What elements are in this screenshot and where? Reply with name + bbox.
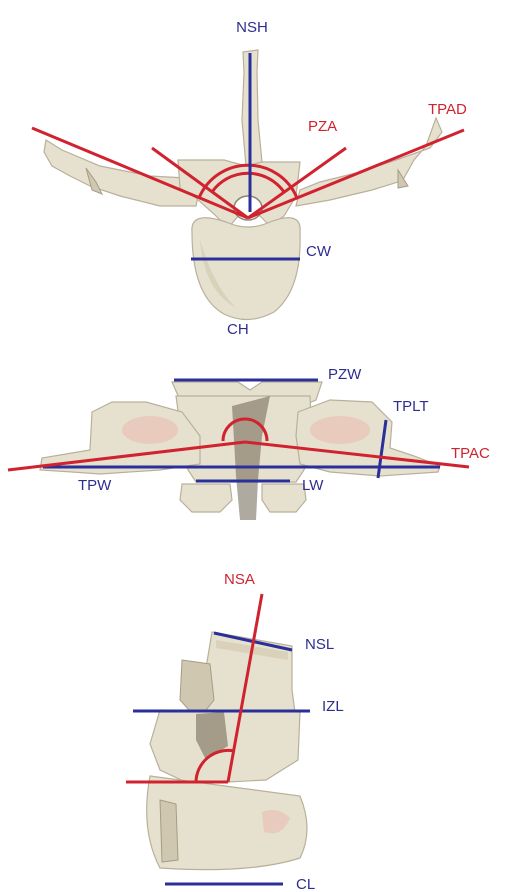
tpac-label: TPAC xyxy=(451,445,490,462)
dorsal-bone-photo xyxy=(40,382,440,520)
lw-label: LW xyxy=(302,477,324,494)
ch-label: CH xyxy=(227,321,249,338)
cranial-view: NSH PZA TPAD CW CH xyxy=(32,19,467,338)
tpw-label: TPW xyxy=(78,477,112,494)
pzw-label: PZW xyxy=(328,366,362,383)
lateral-view: NSA NSL IZL CL xyxy=(126,571,344,892)
tplt-label: TPLT xyxy=(393,398,429,415)
cw-label: CW xyxy=(306,243,332,260)
cl-label: CL xyxy=(296,876,315,892)
pza-label: PZA xyxy=(308,118,337,135)
izl-label: IZL xyxy=(322,698,344,715)
nsh-label: NSH xyxy=(236,19,268,36)
tpad-label: TPAD xyxy=(428,101,467,118)
dorsal-view: PZW TPLT TPAC TPW LW xyxy=(8,366,490,520)
nsl-label: NSL xyxy=(305,636,334,653)
cranial-bone-photo xyxy=(44,50,442,320)
nsa-label: NSA xyxy=(224,571,255,588)
